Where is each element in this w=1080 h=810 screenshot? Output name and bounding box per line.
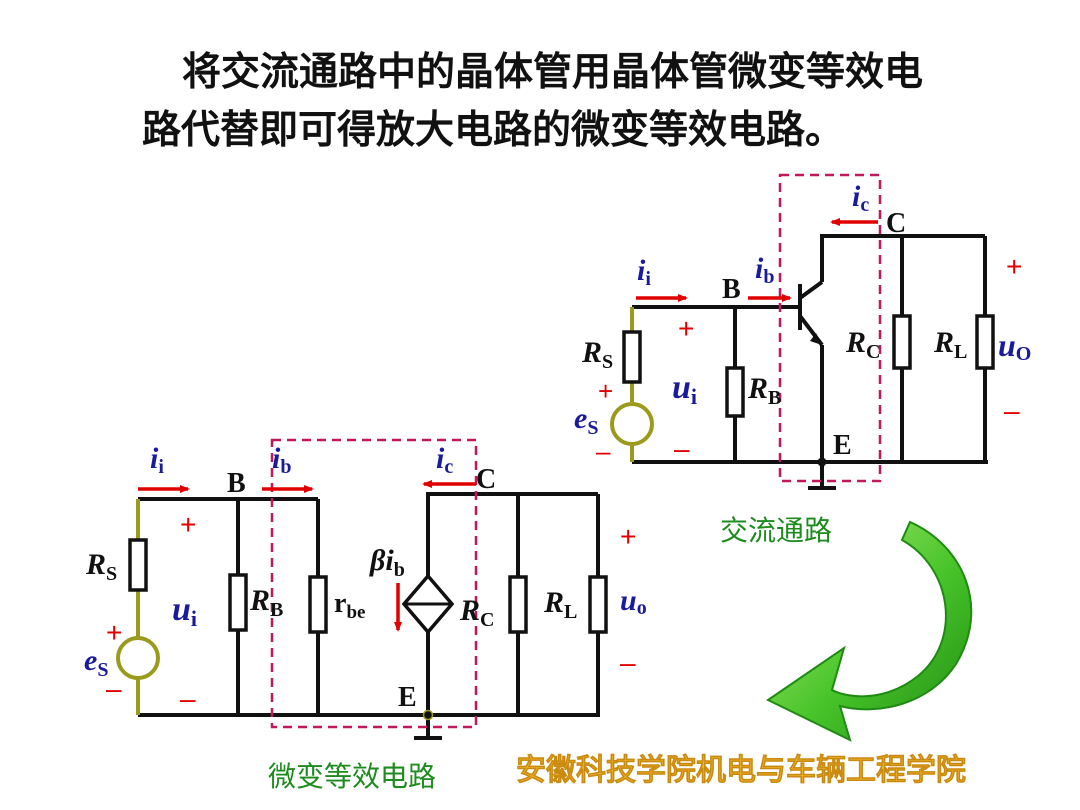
eq-rc-label: RC [459,594,494,631]
ac-node-c: C [886,208,906,239]
ac-ib-label: ib [755,252,774,288]
eq-ui-label: ui [172,591,197,631]
transistor-dashed-box [778,173,882,483]
eq-rb-resistor [228,573,248,632]
rc-resistor [892,314,912,370]
equivalent-caption: 微变等效电路 [268,760,436,793]
eq-node-e: E [398,682,417,713]
ac-uo-label: uO [998,327,1031,365]
eq-ui-plus: + [180,509,196,540]
eq-rs-label: RS [85,548,117,585]
eq-rb-label: RB [249,584,283,621]
eq-ui-minus: – [180,683,196,714]
ac-ui-minus: – [674,433,690,464]
eq-rs-resistor [128,538,148,592]
eq-es-plus: + [106,617,122,648]
ac-ii-label: ii [637,254,651,290]
eq-rc-resistor [508,575,528,634]
eq-ii-label: ii [150,442,164,478]
eq-rbe-label: rbe [334,588,365,623]
eq-uo-plus: + [620,521,636,552]
ac-rs-label: RS [581,336,613,373]
eq-beta-ib-label: βib [369,544,405,581]
eq-ib-label: ib [272,442,291,478]
equivalent-circuit: ii B ib ic C E RS RB rbe βib RC RL ui uo… [84,438,647,793]
eq-ic-label: ic [436,442,453,478]
ac-uo-minus: – [1004,395,1020,426]
eq-rl-label: RL [543,586,577,623]
ac-uo-plus: + [1006,251,1022,282]
ac-path-caption: 交流通路 [720,514,832,547]
rb-resistor [725,366,745,418]
transistor-symbol [798,280,824,347]
ac-node-e: E [833,430,852,461]
rl-resistor [975,314,995,370]
ac-es-plus: + [598,376,613,406]
equivalent-dashed-box [270,438,478,729]
ac-rl-label: RL [933,326,967,363]
footer-institution: 安徽科技学院机电与车辆工程学院 [516,753,966,788]
ac-rb-label: RB [747,372,781,409]
ac-es-minus: – [596,436,611,466]
heading-line-1: 将交流通路中的晶体管用晶体管微变等效电 [182,50,924,95]
eq-uo-minus: – [620,647,636,678]
eq-node-b: B [227,468,246,499]
ac-rc-label: RC [845,326,880,363]
eq-es-label: eS [84,644,108,681]
eq-rl-resistor [588,575,608,634]
heading-line-2: 路代替即可得放大电路的微变等效电路。 [142,108,845,153]
rs-resistor [622,330,642,384]
es-source [610,402,654,446]
eq-es-source [116,636,160,680]
ac-node-b: B [722,274,741,305]
ac-es-label: eS [574,402,598,439]
ac-ic-label: ic [852,180,869,216]
eq-rbe-resistor [308,575,328,634]
ac-ui-label: ui [672,369,697,409]
ac-ui-plus: + [678,313,694,344]
eq-es-minus: – [106,673,122,704]
eq-uo-label: uo [620,584,647,619]
curved-arrow-icon [766,520,973,742]
eq-node-c: C [476,464,496,495]
slide-heading: 将交流通路中的晶体管用晶体管微变等效电 路代替即可得放大电路的微变等效电路。 [142,44,1042,160]
ac-path-circuit: ii B ib ic C E RS RB RC RL ui uO eS + – … [574,173,1031,547]
controlled-current-source [401,573,455,635]
